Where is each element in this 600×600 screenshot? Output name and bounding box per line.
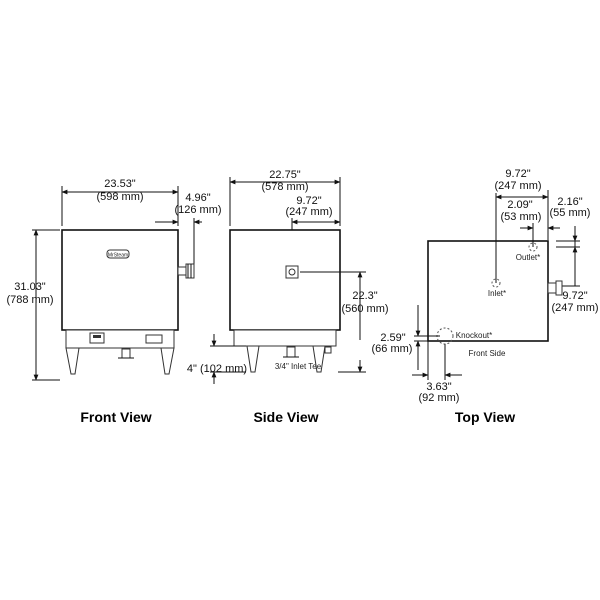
side-height-in: 22.3" xyxy=(352,290,377,302)
top-inlet-label: Inlet* xyxy=(488,289,506,298)
front-view: 23.53" (598 mm) 4.96" (126 mm) MrSteam xyxy=(6,178,221,425)
top-inlet-offset-in: 9.72" xyxy=(505,168,530,180)
side-leg-dim: 4" (102 mm) xyxy=(187,363,247,375)
top-inlet-offset-mm: (247 mm) xyxy=(494,180,541,192)
front-width-in: 23.53" xyxy=(104,178,136,190)
side-cabinet xyxy=(229,229,341,331)
side-inlet-tee: 3/4" Inlet Tee xyxy=(275,362,322,371)
top-right-offset-mm: (247 mm) xyxy=(551,302,598,314)
top-front-side-label: Front Side xyxy=(469,349,506,358)
top-right-offset-in: 9.72" xyxy=(562,290,587,302)
front-height-mm: (788 mm) xyxy=(6,294,53,306)
side-height-mm: (560 mm) xyxy=(341,303,388,315)
top-outlet-offset-mm: (53 mm) xyxy=(501,211,542,223)
top-knockout-x-in: 3.63" xyxy=(426,381,451,393)
top-outlet-side-in: 2.16" xyxy=(557,196,582,208)
top-outlet-circle xyxy=(528,242,538,252)
front-view-title: Front View xyxy=(80,409,151,425)
top-view-title: Top View xyxy=(455,409,515,425)
top-knockout-y-mm: (66 mm) xyxy=(372,343,413,355)
side-depth-in: 22.75" xyxy=(269,169,301,181)
top-knockout-label: Knockout* xyxy=(456,331,492,340)
front-width-mm: (598 mm) xyxy=(96,191,143,203)
top-outlet-label: Outlet* xyxy=(516,253,540,262)
front-height-in: 31.03" xyxy=(14,281,46,293)
side-view-title: Side View xyxy=(253,409,318,425)
top-knockout-x-mm: (92 mm) xyxy=(419,392,460,404)
top-view: 9.72" (247 mm) 2.09" (53 mm) 2.16" (55 m… xyxy=(372,168,599,425)
top-right-fitting xyxy=(547,282,557,294)
front-pipe-mm: (126 mm) xyxy=(174,204,221,216)
top-knockout-y-in: 2.59" xyxy=(380,332,405,344)
front-pipe-in: 4.96" xyxy=(185,192,210,204)
top-outlet-offset-in: 2.09" xyxy=(507,199,532,211)
side-depth-mm: (578 mm) xyxy=(261,181,308,193)
front-cabinet xyxy=(61,229,179,331)
side-offset-mm: (247 mm) xyxy=(285,206,332,218)
top-outlet-side-mm: (55 mm) xyxy=(550,207,591,219)
front-badge: MrSteam xyxy=(108,253,128,259)
side-view: 22.75" (578 mm) 9.72" (247 mm) 3/4" Inle… xyxy=(187,169,389,425)
side-offset-in: 9.72" xyxy=(296,195,321,207)
top-inlet-circle xyxy=(491,278,501,288)
